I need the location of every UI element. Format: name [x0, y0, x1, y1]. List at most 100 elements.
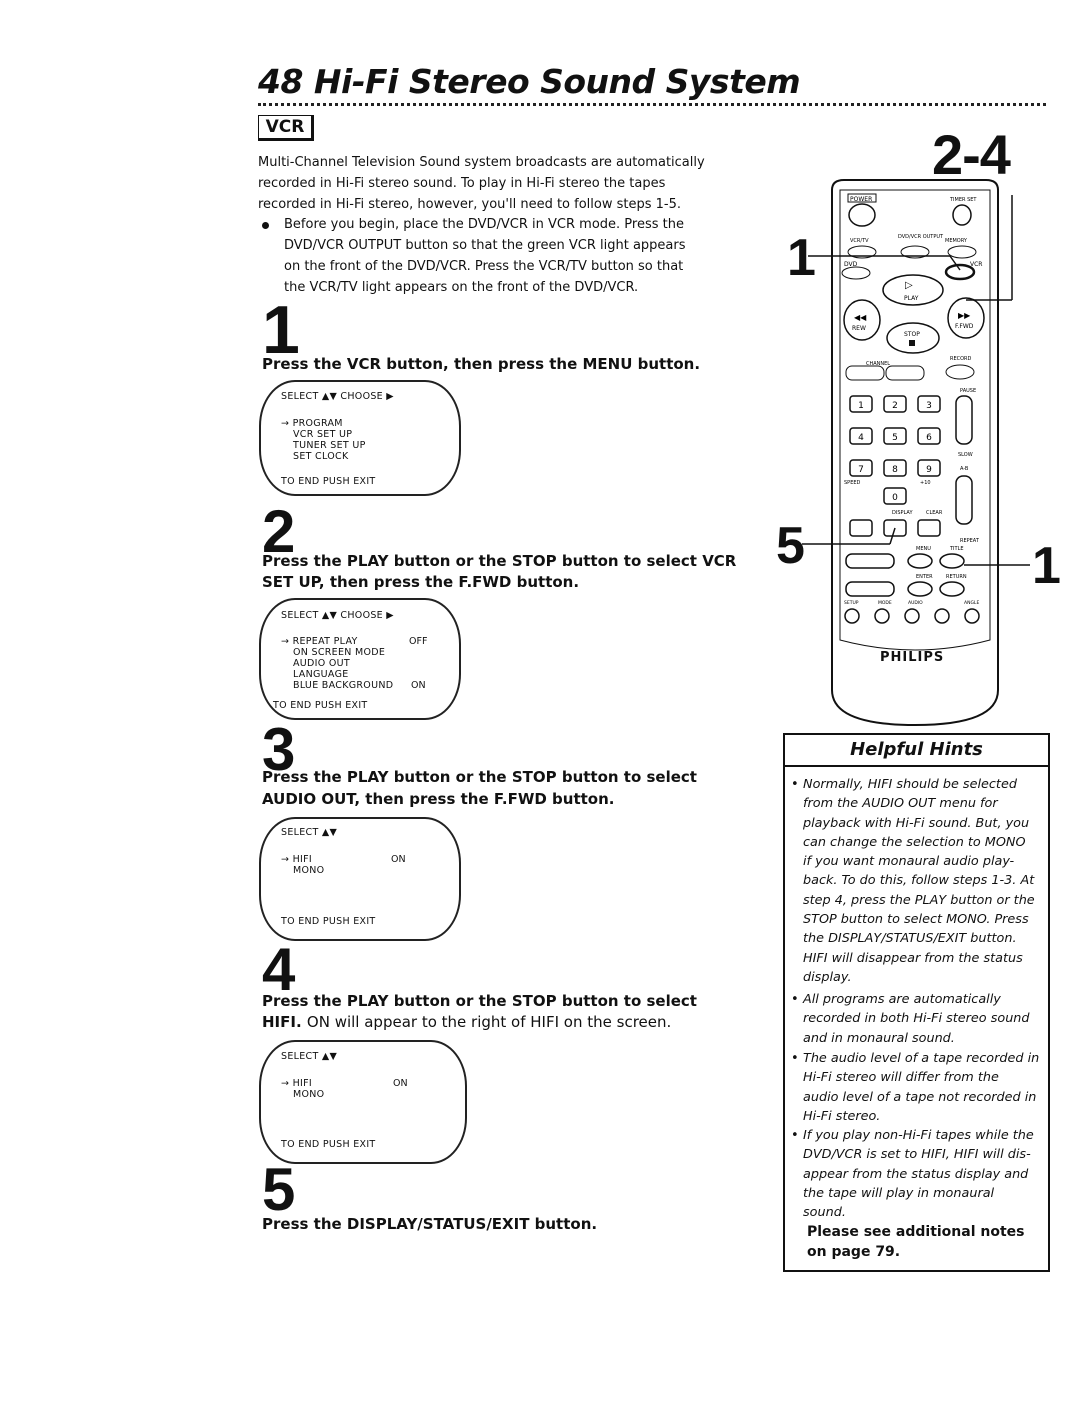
- power-button-icon: [848, 203, 876, 227]
- play-button-icon: [882, 274, 944, 306]
- remote-label-output: DVD/VCR OUTPUT: [898, 234, 944, 240]
- keypad-key: 0: [892, 493, 898, 503]
- step-instruction: Press the PLAY button or the STOP button…: [262, 992, 697, 1010]
- step-instruction: Press the VCR button, then press the MEN…: [262, 355, 701, 373]
- hint-bullet-icon: •: [791, 777, 799, 792]
- menu-value: OFF: [409, 636, 428, 647]
- menu-item: LANGUAGE: [293, 669, 349, 680]
- display-button-icon: [883, 519, 907, 537]
- menu-item: MONO: [293, 1089, 325, 1100]
- vcr-badge: VCR: [258, 115, 314, 141]
- tv-menu-screen: SELECT ▲▼ → HIFI MONO ON TO END PUSH EXI…: [259, 817, 461, 941]
- step-instruction: HIFI. ON will appear to the right of HIF…: [262, 1011, 762, 1033]
- remote-label-speed: SPEED: [844, 480, 861, 486]
- remote-control-illustration: POWER TIMER SET VCR/TV DVD/VCR OUTPUT ME…: [802, 179, 1030, 727]
- step-number: 3: [262, 716, 296, 783]
- step-number: 4: [262, 936, 296, 1003]
- remote-label-setup: SETUP: [844, 600, 859, 606]
- remote-label-memory: MEMORY: [945, 238, 968, 244]
- remote-label-angle: ANGLE: [964, 600, 979, 606]
- menu-item: TUNER SET UP: [293, 440, 366, 451]
- pause-button-icon: [955, 395, 973, 445]
- channel-up-button-icon: [885, 365, 925, 381]
- menu-header: SELECT ▲▼: [281, 1051, 338, 1062]
- timer-button-icon: [952, 204, 972, 226]
- remote-label-mode: MODE: [878, 600, 892, 606]
- vcrtv-button-icon: [847, 245, 877, 259]
- step-instruction: Press the PLAY button or the STOP button…: [262, 552, 737, 570]
- memory-button-icon: [947, 245, 977, 259]
- step-instruction: AUDIO OUT, then press the F.FWD button.: [262, 790, 615, 808]
- step-instruction-normal: ON will appear to the right of HIFI on t…: [306, 1013, 672, 1031]
- menu-item: → PROGRAM: [281, 418, 343, 429]
- return-button-icon: [939, 581, 965, 597]
- page-title: 48 Hi-Fi Stereo Sound System: [258, 62, 801, 101]
- menu-header: SELECT ▲▼ CHOOSE ▶: [281, 610, 394, 621]
- keypad-key: 4: [858, 433, 864, 443]
- keypad-key: 3: [926, 401, 932, 411]
- step-range-label: 2-4: [932, 123, 1011, 186]
- title-button-icon: [939, 553, 965, 569]
- remote-label-clear: CLEAR: [926, 510, 943, 516]
- keypad-key: 7: [858, 465, 864, 475]
- remote-label-timer: TIMER SET: [949, 197, 977, 203]
- menu-value: ON: [391, 854, 406, 865]
- step-number: 2: [262, 498, 296, 565]
- rew-button-icon: [843, 299, 881, 341]
- channel-down-button-icon: [845, 365, 885, 381]
- remote-label-slow: SLOW: [958, 452, 973, 458]
- menu-item: SET CLOCK: [293, 451, 349, 462]
- dotted-rule: [258, 103, 1046, 106]
- hints-title: Helpful Hints: [785, 735, 1048, 767]
- hints-note: Please see additional notes on page 79.: [807, 1224, 1025, 1260]
- vcr-button-icon: [944, 263, 976, 281]
- svg-text:▶▶: ▶▶: [958, 311, 971, 320]
- menu-footer: TO END PUSH EXIT: [281, 1139, 376, 1150]
- intro-line: recorded in Hi-Fi stereo, however, you'l…: [258, 197, 681, 212]
- menu-footer: TO END PUSH EXIT: [273, 700, 368, 711]
- intro-line: Multi-Channel Television Sound system br…: [258, 155, 705, 170]
- intro-bullet-line: the VCR/TV light appears on the front of…: [284, 280, 639, 295]
- remote-label-pause: PAUSE: [960, 388, 976, 394]
- intro-bullet-line: on the front of the DVD/VCR. Press the V…: [284, 259, 684, 274]
- remote-label-dvd: DVD: [844, 261, 858, 268]
- dvd-button-icon: [841, 266, 871, 280]
- intro-bullet-line: DVD/VCR OUTPUT button so that the green …: [284, 238, 686, 253]
- keypad-key: 8: [892, 465, 898, 475]
- menu-item: VCR SET UP: [293, 429, 353, 440]
- intro-line: recorded in Hi-Fi stereo sound. To play …: [258, 176, 666, 191]
- ffwd-button-icon: [947, 297, 985, 339]
- remote-label-display: DISPLAY: [892, 510, 913, 516]
- remote-label-vcrtv: VCR/TV: [850, 238, 869, 244]
- tv-menu-screen: SELECT ▲▼ CHOOSE ▶ → PROGRAM VCR SET UP …: [259, 380, 461, 496]
- hint-bullet-icon: •: [791, 1051, 799, 1066]
- step-number: 5: [262, 1156, 296, 1223]
- remote-step-marker: 1: [787, 229, 816, 287]
- menu-item: BLUE BACKGROUND: [293, 680, 394, 691]
- menu-value: ON: [411, 680, 426, 691]
- menu-header: SELECT ▲▼ CHOOSE ▶: [281, 391, 394, 402]
- tv-menu-screen: SELECT ▲▼ → HIFI MONO ON TO END PUSH EXI…: [259, 1040, 467, 1164]
- remote-label-return: RETURN: [946, 574, 967, 580]
- remote-step-marker: 5: [776, 517, 805, 575]
- step-instruction: Press the PLAY button or the STOP button…: [262, 768, 697, 786]
- remote-label-enter: ENTER: [916, 574, 933, 580]
- remote-label-vcr: VCR: [970, 261, 982, 268]
- remote-label-channel: CHANNEL: [866, 361, 890, 367]
- keypad-key: 9: [926, 465, 932, 475]
- remote-label-title: TITLE: [949, 546, 964, 552]
- helpful-hints-box: Helpful Hints • Normally, HIFI should be…: [783, 733, 1050, 1272]
- philips-logo: PHILIPS: [880, 650, 945, 665]
- enter-button-icon: [907, 581, 933, 597]
- menu-button-icon: [907, 553, 933, 569]
- hint-bullet-icon: •: [791, 992, 799, 1007]
- tv-menu-screen: SELECT ▲▼ CHOOSE ▶ → REPEAT PLAY ON SCRE…: [259, 598, 461, 720]
- remote-label-ffwd: F.FWD: [955, 323, 974, 330]
- remote-label-record: RECORD: [950, 356, 972, 362]
- remote-label-power: POWER: [850, 196, 872, 203]
- remote-label-ab: A-B: [960, 466, 969, 472]
- step-instruction-bold: HIFI.: [262, 1013, 302, 1031]
- remote-label-stop: STOP: [904, 331, 920, 338]
